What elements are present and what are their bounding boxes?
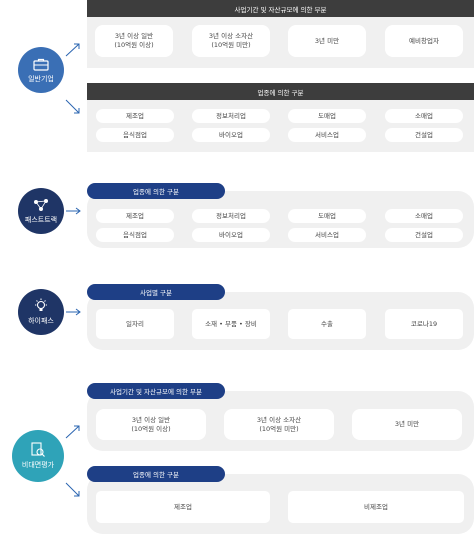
nonface-period-item: 3년 미만 (352, 409, 462, 440)
arrow-up-right-icon (65, 425, 80, 439)
fasttrack-item: 건설업 (385, 228, 463, 242)
fasttrack-circle: 패스트트랙 (18, 188, 64, 234)
network-icon (31, 197, 51, 213)
general-industry-item: 정보처리업 (192, 109, 270, 123)
general-company-label: 일반기업 (28, 75, 54, 83)
general-industry-item: 소매업 (385, 109, 463, 123)
fasttrack-item: 음식점업 (96, 228, 174, 242)
fasttrack-item: 도매업 (288, 209, 366, 223)
hipass-item: 수출 (288, 309, 366, 339)
fasttrack-item: 바이오업 (192, 228, 270, 242)
fasttrack-item: 소매업 (385, 209, 463, 223)
general-industry-item: 도매업 (288, 109, 366, 123)
arrow-right-icon (66, 308, 81, 316)
general-industry-item: 음식점업 (96, 128, 174, 142)
arrow-down-right-icon (65, 99, 80, 114)
nonface-period-item: 3년 이상 일반(10억원 이상) (96, 409, 206, 440)
fasttrack-label: 패스트트랙 (24, 216, 58, 224)
nonface-period-item: 3년 이상 소자산(10억원 미만) (224, 409, 334, 440)
hipass-header: 사업별 구분 (87, 284, 225, 300)
hipass-label: 하이패스 (28, 317, 54, 325)
general-period-item: 3년 이상 소자산(10억원 미만) (192, 25, 270, 57)
fasttrack-item: 제조업 (96, 209, 174, 223)
arrow-right-icon (66, 207, 81, 215)
arrow-up-right-icon (65, 43, 80, 57)
hipass-circle: 하이패스 (18, 289, 64, 335)
general-industry-item: 서비스업 (288, 128, 366, 142)
general-period-item: 3년 미만 (288, 25, 366, 57)
hipass-item: 소재 • 부품 • 장비 (192, 309, 270, 339)
general-industry-item: 바이오업 (192, 128, 270, 142)
document-search-icon (28, 442, 48, 458)
general-period-header: 사업기간 및 자산규모에 의한 부분 (87, 0, 474, 17)
general-period-item: 예비창업자 (385, 25, 463, 57)
general-industry-item: 건설업 (385, 128, 463, 142)
general-period-item: 3년 이상 일반(10억원 이상) (95, 25, 173, 57)
nonface-period-header: 사업기간 및 자산규모에 의한 부분 (87, 383, 225, 399)
general-industry-header: 업종에 의한 구분 (87, 83, 474, 100)
briefcase-icon (31, 56, 51, 72)
fasttrack-item: 정보처리업 (192, 209, 270, 223)
general-industry-item: 제조업 (96, 109, 174, 123)
fasttrack-item: 서비스업 (288, 228, 366, 242)
nonface-industry-header: 업종에 의한 구분 (87, 466, 225, 482)
hipass-item: 일자리 (96, 309, 174, 339)
nonface-circle: 비대면평가 (12, 430, 64, 482)
nonface-industry-item: 제조업 (96, 491, 270, 523)
hipass-item: 코로나19 (385, 309, 463, 339)
general-company-circle: 일반기업 (18, 47, 64, 93)
arrow-down-right-icon (65, 482, 80, 497)
nonface-label: 비대면평가 (21, 461, 55, 469)
fasttrack-header: 업종에 의한 구분 (87, 183, 225, 199)
lightbulb-icon (31, 298, 51, 314)
nonface-industry-item: 비제조업 (288, 491, 464, 523)
